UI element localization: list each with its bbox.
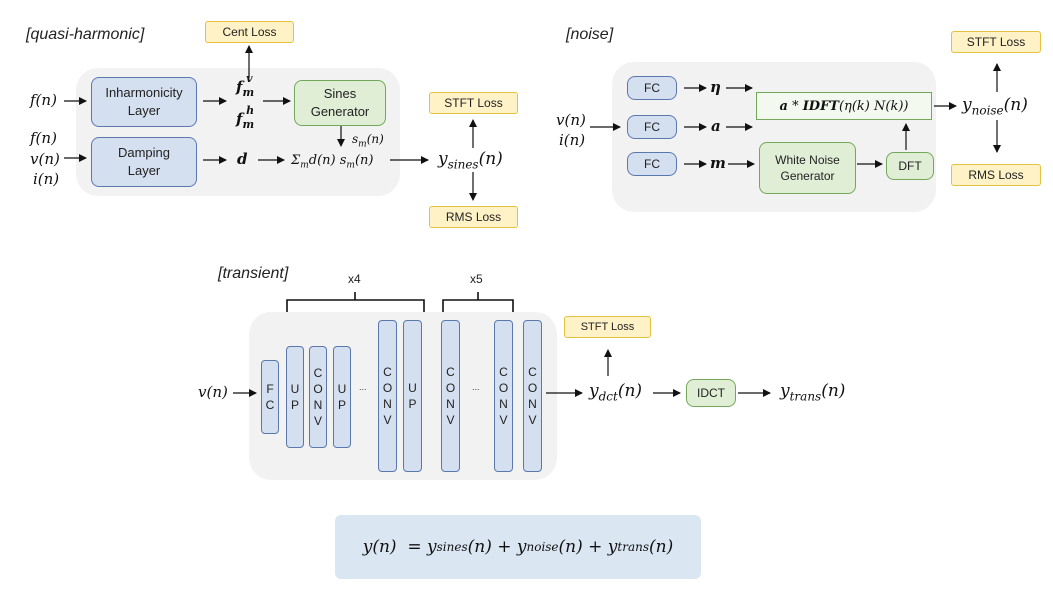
ellipsis-conv: ... [472,382,480,392]
input-v: v(n) [30,150,60,168]
dft-block: DFT [886,152,934,180]
eta-param: η [710,78,721,96]
sines-generator: Sines Generator [294,80,386,126]
rms-loss-sines: RMS Loss [429,206,518,228]
noise-input-v: v(n) [556,111,586,129]
brace-x4 [286,292,425,312]
layer-fc: FC [261,360,279,434]
layer-conv-2: CONV [378,320,397,472]
layer-conv-4: CONV [494,320,513,472]
y-trans-output: ytrans(n) [780,381,846,404]
d-symbol: d [237,150,248,168]
fc-block-a: FC [627,115,677,139]
fc-block-m: FC [627,152,677,176]
ellipsis-up: ... [359,382,367,392]
section-title-transient: [transient] [218,265,289,282]
layer-conv-5: CONV [523,320,542,472]
layer-up-2: UP [333,346,351,448]
input-f: f(n) [30,129,57,147]
layer-conv-1: CONV [309,346,327,448]
layer-up-3: UP [403,320,422,472]
fc-block-eta: FC [627,76,677,100]
white-noise-generator: White Noise Generator [759,142,856,194]
stft-loss-noise: STFT Loss [951,31,1041,53]
transient-input-v: v(n) [198,383,228,401]
stft-loss-transient: STFT Loss [564,316,651,338]
input-f-top: f(n) [30,91,57,109]
f-h-symbol: fmh [236,104,255,131]
y-noise-output: ynoise(n) [962,95,1028,118]
idct-block: IDCT [686,379,736,407]
input-i: i(n) [33,170,60,188]
sum-expression: Σmd(n) sm(n) [291,153,374,171]
section-title-noise: [noise] [566,26,614,43]
y-sines-output: ysines(n) [438,149,503,172]
repeat-x5-label: x5 [470,272,483,286]
idft-formula: a * IDFT(η(k) N(k)) [756,92,932,120]
layer-conv-3: CONV [441,320,460,472]
damping-layer: Damping Layer [91,137,197,187]
inharmonicity-layer: Inharmonicity Layer [91,77,197,127]
m-param: m [710,154,726,172]
y-dct-output: ydct(n) [589,381,643,404]
stft-loss-sines: STFT Loss [429,92,518,114]
a-param: a [711,117,721,135]
section-title-quasi-harmonic: [quasi-harmonic] [26,26,145,43]
s-m-label: sm(n) [352,132,384,150]
brace-x5 [442,292,514,312]
noise-input-i: i(n) [559,131,586,149]
layer-up-1: UP [286,346,304,448]
rms-loss-noise: RMS Loss [951,164,1041,186]
cent-loss: Cent Loss [205,21,294,43]
f-v-symbol: fmv [236,72,255,99]
repeat-x4-label: x4 [348,272,361,286]
